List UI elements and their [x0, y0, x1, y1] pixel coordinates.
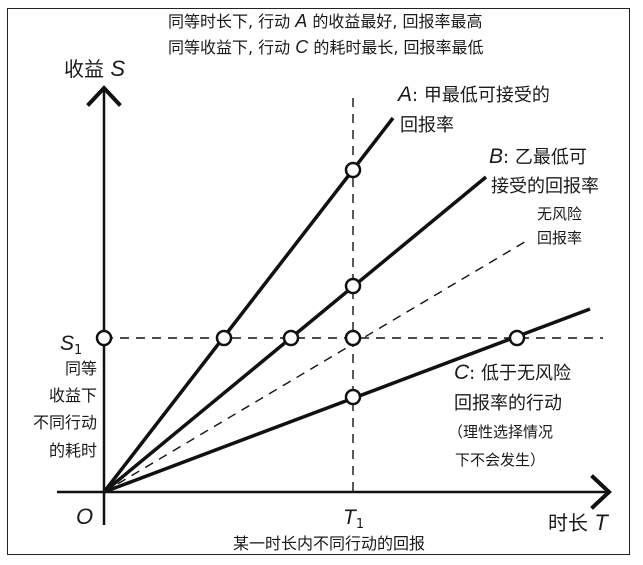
point-c-at-s1 [508, 329, 526, 347]
point-a-at-t1 [344, 161, 362, 179]
bottom-caption: 某一时长内不同行动的回报 [233, 534, 425, 553]
t1-label: T1 [343, 506, 364, 532]
left-annotation-line: 收益下 [49, 386, 97, 405]
svg-text:下不会发生）: 下不会发生） [455, 451, 545, 469]
svg-text:接受的回报率: 接受的回报率 [491, 176, 599, 197]
svg-text:C: 低于无风险: C: 低于无风险 [454, 361, 571, 384]
point-b-at-t1 [344, 277, 362, 295]
risk-free-rate-line [103, 239, 529, 493]
diagram-frame [7, 8, 630, 555]
svg-text:无风险: 无风险 [537, 205, 582, 223]
line-a [102, 116, 395, 494]
left-annotation-line: 的耗时 [49, 441, 97, 460]
s1-label: S1 [60, 332, 82, 358]
left-annotation-line: 不同行动 [33, 413, 97, 432]
origin-label: O [76, 504, 93, 529]
point-riskfree-at-t1 [344, 329, 362, 347]
x-axis-label: 时长 T [548, 510, 609, 535]
left-annotation-line: 同等 [65, 359, 97, 378]
svg-text:A: 甲最低可接受的: A: 甲最低可接受的 [396, 83, 550, 106]
header-line-2: 同等收益下, 行动 C 的耗时最长, 回报率最低 [168, 37, 484, 57]
point-a-at-s1 [215, 329, 233, 347]
left-annotation: 同等 收益下 不同行动 的耗时 [33, 359, 97, 460]
header-line-1: 同等时长下, 行动 A 的收益最好, 回报率最高 [168, 11, 483, 31]
label-c: C: 低于无风险 回报率的行动 （理性选择情况 下不会发生） [448, 361, 571, 469]
svg-text:B: 乙最低可: B: 乙最低可 [489, 145, 587, 168]
label-riskfree: 无风险 回报率 [537, 205, 582, 247]
svg-text:回报率: 回报率 [537, 229, 582, 247]
svg-text:（理性选择情况: （理性选择情况 [448, 423, 553, 441]
axes [57, 85, 612, 525]
y-axis-label: 收益 S [64, 56, 125, 81]
point-s1 [95, 329, 113, 347]
x-axis-arrow-icon [590, 474, 612, 510]
label-a: A: 甲最低可接受的 回报率 [396, 83, 550, 136]
svg-text:回报率: 回报率 [400, 115, 454, 136]
y-axis-arrow-icon [86, 85, 122, 107]
label-b: B: 乙最低可 接受的回报率 [489, 145, 599, 197]
point-b-at-s1 [282, 329, 300, 347]
point-c-at-t1 [344, 388, 362, 406]
svg-text:回报率的行动: 回报率的行动 [454, 393, 562, 414]
